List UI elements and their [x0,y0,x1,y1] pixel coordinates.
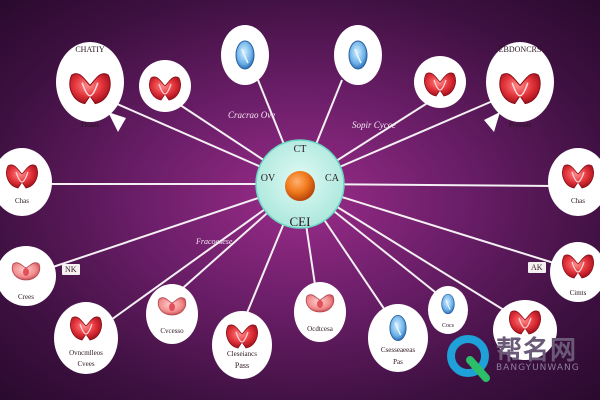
node-bottom-center-right: Csesseaeeas Pas [368,304,428,372]
node-right-mid: Chas [548,148,600,216]
node-bottom-center-left-caption: Pass [235,361,249,370]
line-label-upper-right: Sopir Cycce [352,120,396,130]
node-bottom-right-large [493,300,557,360]
node-top-left-outer-label: CHATIY [75,45,105,54]
node-top-right-small [414,56,466,108]
node-top-right-outer-label: EBDONCRS [499,45,542,54]
watermark-q-logo-icon [447,335,490,382]
node-bottom-center: Ocdtcesa [294,282,346,342]
node-bottom-center-right-caption: Pas [393,358,403,366]
hub-label-top: CT [294,144,307,155]
central-orange-sphere [285,171,315,201]
watermark-text-cn: 帮名网 [496,336,578,366]
node-bottom-left: Ovncmlleos Cvees [54,302,118,374]
node-top-left-outer-caption: Pluaes [81,121,100,129]
node-top-left-small [139,60,191,112]
node-bottom-left-caption: Cvees [77,360,94,368]
hub-label-right: CA [325,173,340,184]
node-right-lower-label: Cimts [570,289,587,297]
node-bottom-mid-left: Cvcesso [146,284,198,344]
tag-right: AK [528,262,546,273]
central-hub: CT OV CA CEI [255,139,345,229]
node-bottom-center-right-label: Csesseaeeas [381,346,415,354]
node-top-left-outer: CHATIY Pluaes [56,42,124,129]
hub-label-bottom: CEI [290,214,311,229]
node-left-lower: Crees [0,246,56,306]
node-right-lower: Cimts [550,242,600,302]
node-top-center-right [334,25,382,85]
line-label-upper-left: Cracrao Ove [228,110,275,120]
line-label-lower-left: Fracoesese [195,237,233,246]
node-bottom-center-left: Cleseiancs Pass [212,311,272,379]
callout-pointer-left [108,112,126,132]
node-top-right-outer-caption: Piyuans [509,121,531,129]
node-bottom-left-label: Ovncmlleos [69,349,103,357]
callout-pointer-right [484,112,500,132]
node-top-right-outer: EBDONCRS Piyuans [486,42,554,129]
node-right-mid-label: Chas [571,197,585,205]
node-bottom-mid-left-label: Cvcesso [160,327,184,335]
node-bottom-center-label: Ocdtcesa [307,325,334,333]
node-top-center-left [221,25,269,85]
node-bottom-right-small: Cocs [428,286,468,334]
tag-left: NK [62,264,80,275]
watermark: 帮名网 BANGYUNWANG [444,326,600,400]
node-bottom-center-left-label: Cleseiancs [227,350,257,358]
watermark-text-en: BANGYUNWANG [496,363,580,373]
node-left-mid-label: Chas [15,197,29,205]
hub-label-left: OV [261,173,276,184]
node-left-mid: Chas [0,148,52,216]
node-left-lower-label: Crees [18,293,34,301]
node-bottom-right-small-label: Cocs [442,323,455,329]
